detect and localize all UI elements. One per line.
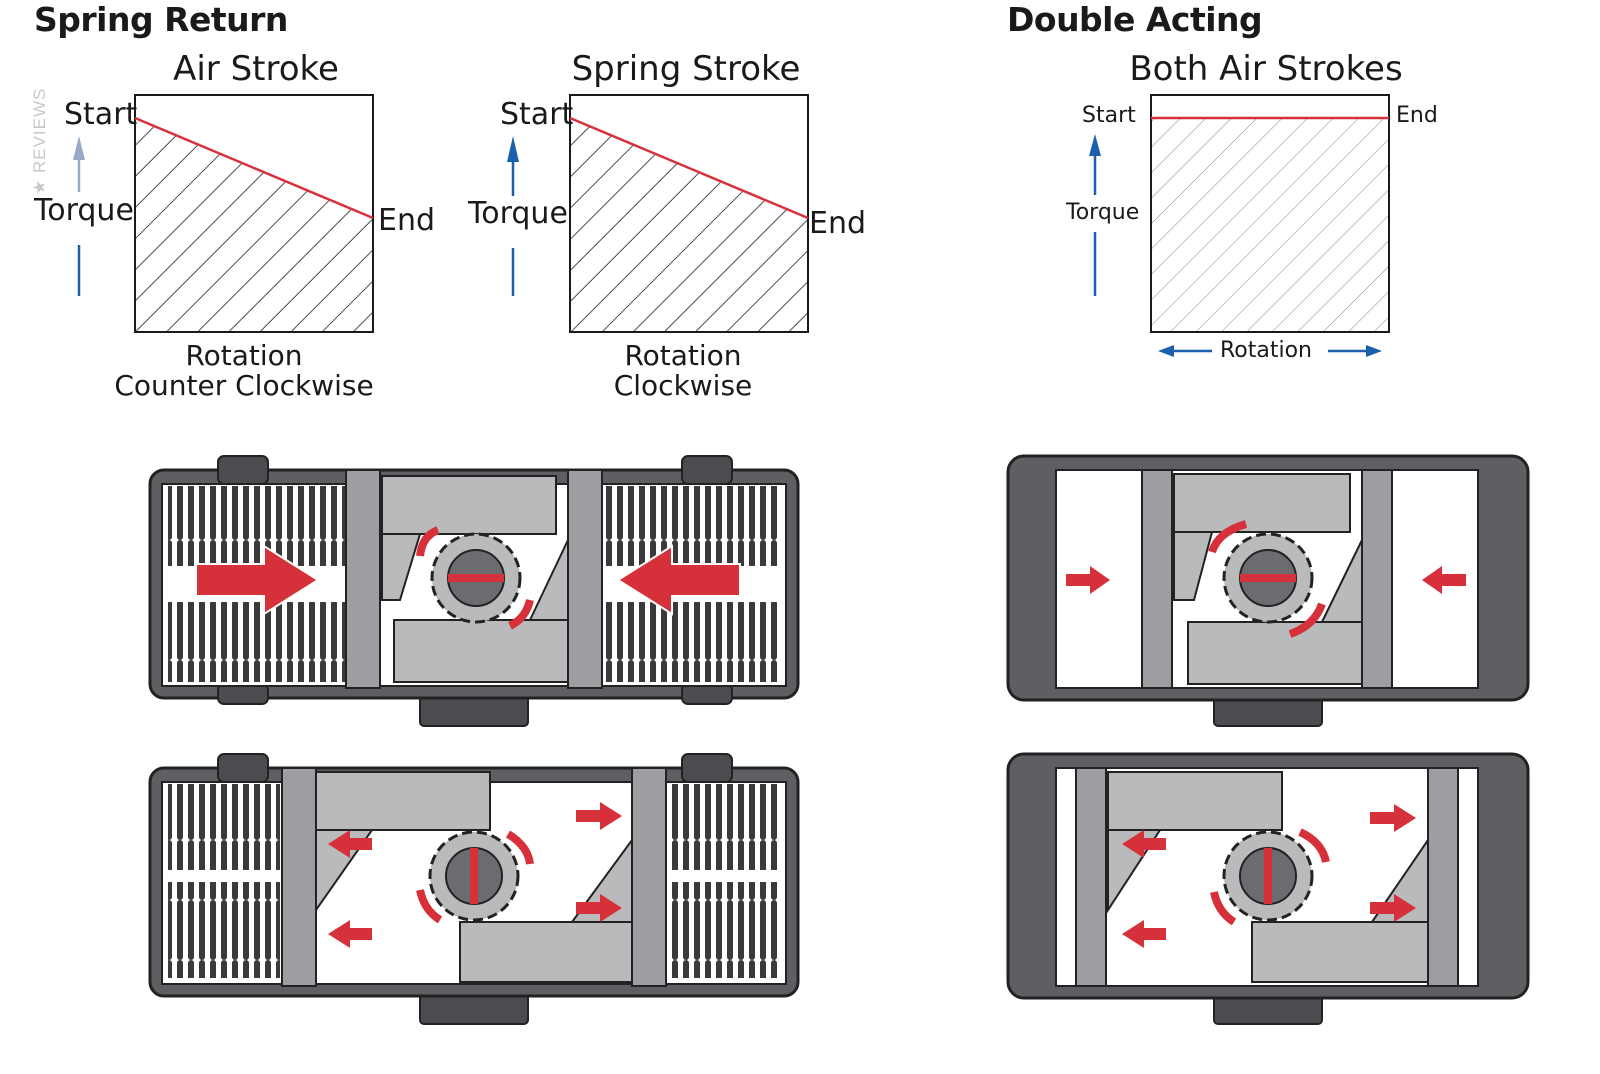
spring-stroke-chart: [507, 94, 809, 333]
up-arrow-icon: [73, 136, 85, 296]
air-stroke-start-label: Start: [64, 97, 138, 132]
rotation-arc-arrow-icon: [1208, 520, 1248, 554]
red-flow-arrow-icon: [576, 802, 622, 830]
pinion-gear-icon: [1222, 830, 1314, 922]
left-right-arrow-icon: [1158, 345, 1382, 357]
red-flow-arrow-icon: [616, 544, 741, 616]
spring-stroke-torque-label: Torque: [468, 196, 568, 231]
rotation-arc-arrow-icon: [1288, 602, 1326, 638]
rotation-arc-arrow-icon: [1210, 891, 1237, 926]
up-arrow-icon: [1089, 134, 1101, 296]
red-flow-arrow-icon: [1122, 830, 1166, 858]
piston: [281, 767, 317, 987]
rotation-arc-arrow-icon: [505, 830, 534, 865]
air-stroke-torque-label: Torque: [34, 193, 134, 228]
compression-spring: [604, 602, 780, 682]
compression-spring: [604, 486, 780, 566]
both-air-torque-label: Torque: [1066, 200, 1140, 225]
red-flow-arrow-icon: [195, 544, 320, 616]
both-air-title: Both Air Strokes: [1129, 49, 1403, 89]
pinion-gear-icon: [428, 830, 520, 922]
piston: [1427, 767, 1459, 987]
both-air-end-label: End: [1396, 103, 1438, 128]
compression-spring: [168, 486, 346, 566]
spring-stroke-title: Spring Stroke: [571, 49, 801, 89]
spring-stroke-direction-label: Clockwise: [613, 369, 753, 402]
compression-spring: [668, 882, 780, 978]
compression-spring: [168, 882, 280, 978]
double-acting-actuator-top: [1006, 454, 1530, 727]
spring-stroke-rotation-label: Rotation: [624, 339, 742, 372]
both-air-start-label: Start: [1082, 103, 1136, 128]
air-stroke-end-label: End: [378, 203, 436, 238]
rotation-arc-arrow-icon: [1298, 828, 1330, 863]
pinion-gear-icon: [430, 532, 522, 624]
pinion-gear-icon: [1222, 532, 1314, 624]
red-flow-arrow-icon: [1122, 920, 1166, 948]
spring-return-actuator-spring: [148, 753, 800, 1025]
rack: [315, 771, 491, 831]
red-flow-arrow-icon: [576, 894, 622, 922]
air-stroke-torque-line: [134, 116, 374, 220]
red-flow-arrow-icon: [1370, 804, 1416, 832]
red-flow-arrow-icon: [1066, 566, 1110, 594]
rack: [1107, 771, 1283, 831]
piston: [345, 469, 381, 689]
rack: [393, 619, 569, 683]
piston: [567, 469, 603, 689]
piston: [1361, 469, 1393, 689]
rotation-arc-arrow-icon: [416, 889, 443, 924]
spring-stroke-start-label: Start: [500, 97, 574, 132]
air-stroke-rotation-label: Rotation: [185, 339, 303, 372]
piston: [1141, 469, 1173, 689]
air-stroke-direction-label: Counter Clockwise: [114, 369, 374, 402]
air-stroke-title: Air Stroke: [173, 49, 339, 89]
double-acting-title: Double Acting: [1007, 0, 1263, 39]
both-air-chart: [1089, 94, 1390, 357]
piston: [631, 767, 667, 987]
red-flow-arrow-icon: [1370, 894, 1416, 922]
rotation-arc-arrow-icon: [416, 526, 440, 557]
rack: [459, 921, 633, 983]
compression-spring: [668, 784, 780, 870]
spring-return-actuator-air: [148, 455, 800, 727]
rack: [1187, 621, 1363, 685]
spring-return-title: Spring Return: [34, 0, 288, 39]
rack: [1173, 473, 1351, 533]
up-arrow-icon: [507, 136, 519, 296]
compression-spring: [168, 784, 280, 870]
double-acting-actuator-bottom: [1006, 752, 1530, 1025]
compression-spring: [168, 602, 346, 682]
rack: [1251, 921, 1429, 983]
spring-stroke-end-label: End: [809, 206, 867, 241]
air-stroke-chart: [73, 94, 374, 333]
red-flow-arrow-icon: [328, 830, 372, 858]
spring-stroke-torque-line: [569, 116, 809, 220]
piston: [1075, 767, 1107, 987]
red-flow-arrow-icon: [328, 920, 372, 948]
rotation-arc-arrow-icon: [508, 598, 534, 630]
both-air-rotation-label: Rotation: [1219, 338, 1313, 363]
red-flow-arrow-icon: [1422, 566, 1466, 594]
rack: [381, 475, 557, 535]
